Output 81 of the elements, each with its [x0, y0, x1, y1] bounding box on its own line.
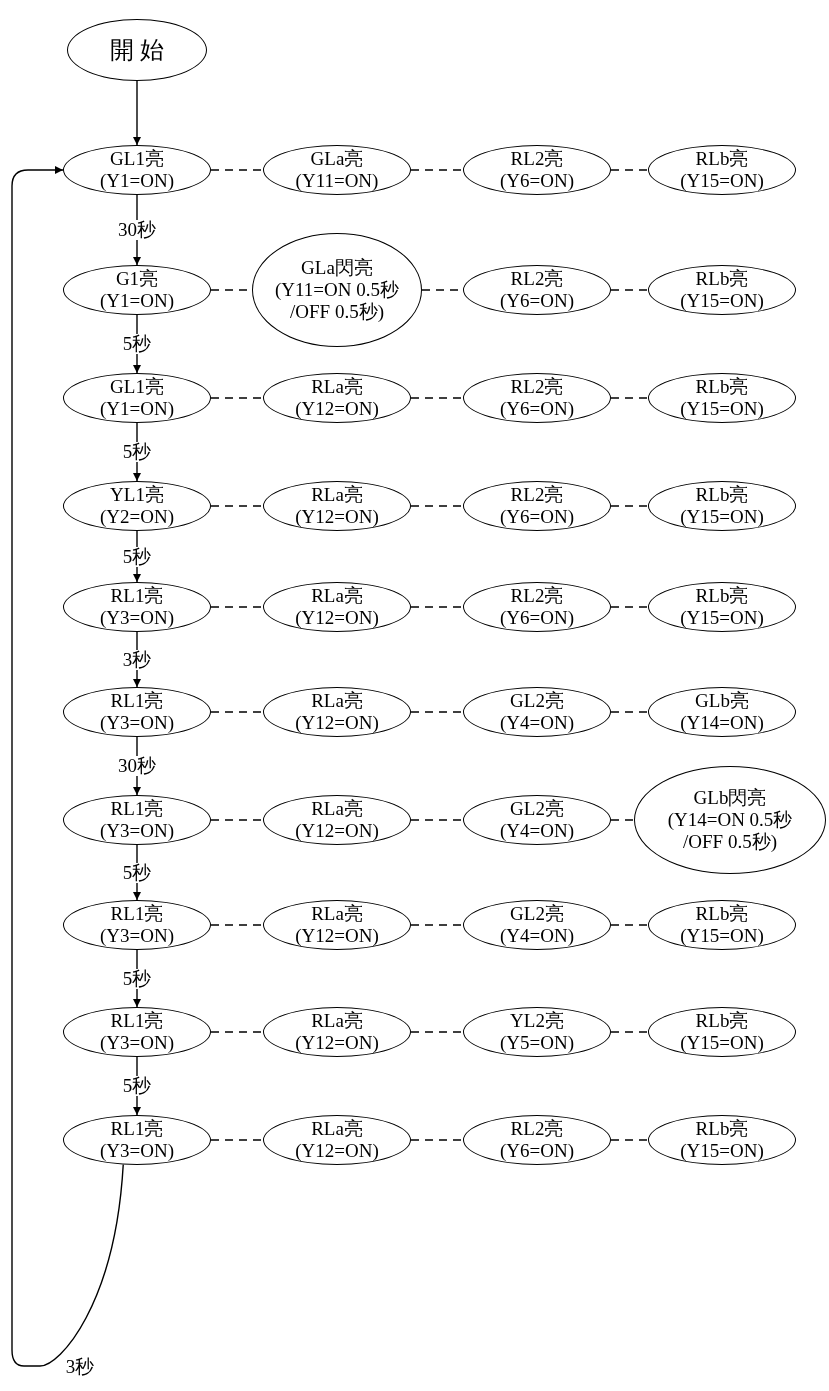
state-label: RL2亮 (Y6=ON) — [498, 484, 575, 528]
state-label: RL1亮 (Y3=ON) — [98, 1010, 175, 1054]
connector-line — [210, 505, 264, 507]
edge-label: 3秒 — [121, 649, 153, 670]
state-label: RLa亮 (Y12=ON) — [294, 1118, 380, 1162]
connector-line — [210, 711, 264, 713]
state-label: RL2亮 (Y6=ON) — [498, 1118, 575, 1162]
connector-line — [410, 924, 464, 926]
connector-line — [410, 169, 464, 171]
connector-line — [610, 289, 649, 291]
connector-line — [610, 711, 649, 713]
state-label: RL2亮 (Y6=ON) — [498, 268, 575, 312]
state-label: RL1亮 (Y3=ON) — [98, 903, 175, 947]
connector-line — [610, 169, 649, 171]
state-label: RLa亮 (Y12=ON) — [294, 585, 380, 629]
connector-line — [210, 606, 264, 608]
state-label: GLa亮 (Y11=ON) — [294, 148, 380, 192]
state-label: RLa亮 (Y12=ON) — [294, 1010, 380, 1054]
edge-label: 3秒 — [64, 1357, 96, 1377]
connector-line — [610, 819, 635, 821]
connector-line — [210, 924, 264, 926]
state-label: RLb亮 (Y15=ON) — [679, 148, 765, 192]
connector-line — [410, 505, 464, 507]
connector-line — [410, 1031, 464, 1033]
connector-line — [610, 924, 649, 926]
state-label: GLb閃亮 (Y14=ON 0.5秒 /OFF 0.5秒) — [666, 787, 794, 853]
state-label: GL2亮 (Y4=ON) — [498, 690, 575, 734]
state-label: RLb亮 (Y15=ON) — [679, 585, 765, 629]
state-label: RLb亮 (Y15=ON) — [679, 484, 765, 528]
state-label: GL2亮 (Y4=ON) — [498, 903, 575, 947]
connector-line — [210, 1031, 264, 1033]
state-label: G1亮 (Y1=ON) — [98, 268, 175, 312]
state-label: RLb亮 (Y15=ON) — [679, 903, 765, 947]
state-label: RLb亮 (Y15=ON) — [679, 268, 765, 312]
connector-line — [410, 606, 464, 608]
state-label: RLa亮 (Y12=ON) — [294, 798, 380, 842]
state-label: RL2亮 (Y6=ON) — [498, 585, 575, 629]
state-label: RL2亮 (Y6=ON) — [498, 148, 575, 192]
state-label: RLa亮 (Y12=ON) — [294, 484, 380, 528]
connector-line — [610, 606, 649, 608]
state-label: GL1亮 (Y1=ON) — [98, 148, 175, 192]
edge-label: 5秒 — [121, 968, 153, 989]
state-label: RL1亮 (Y3=ON) — [98, 798, 175, 842]
connector-line — [410, 397, 464, 399]
connector-line — [210, 1139, 264, 1141]
connector-line — [210, 819, 264, 821]
connector-line — [210, 397, 264, 399]
state-label: RLb亮 (Y15=ON) — [679, 1010, 765, 1054]
state-label: GLa閃亮 (Y11=ON 0.5秒 /OFF 0.5秒) — [274, 257, 400, 323]
arrow — [11, 166, 124, 1367]
connector-line — [210, 169, 264, 171]
state-label: RLa亮 (Y12=ON) — [294, 903, 380, 947]
connector-line — [410, 819, 464, 821]
connector-line — [410, 711, 464, 713]
state-label: GLb亮 (Y14=ON) — [679, 690, 765, 734]
arrow — [133, 80, 141, 146]
state-label: RL1亮 (Y3=ON) — [98, 585, 175, 629]
state-label: 開 始 — [110, 39, 164, 61]
connector-line — [610, 505, 649, 507]
edge-label: 30秒 — [117, 756, 157, 776]
edge-label: 5秒 — [121, 442, 153, 462]
state-label: GL1亮 (Y1=ON) — [98, 376, 175, 420]
connector-line — [410, 1139, 464, 1141]
state-label: RLa亮 (Y12=ON) — [294, 690, 380, 734]
state-label: RL1亮 (Y3=ON) — [98, 1118, 175, 1162]
connector-line — [610, 1139, 649, 1141]
state-label: YL1亮 (Y2=ON) — [98, 484, 175, 528]
edge-label: 5秒 — [121, 546, 153, 567]
state-label: GL2亮 (Y4=ON) — [498, 798, 575, 842]
state-label: RLb亮 (Y15=ON) — [679, 376, 765, 420]
state-label: RLb亮 (Y15=ON) — [679, 1118, 765, 1162]
connector-line — [610, 397, 649, 399]
edge-label: 5秒 — [121, 1076, 153, 1096]
edge-label: 5秒 — [121, 862, 153, 883]
state-label: RLa亮 (Y12=ON) — [294, 376, 380, 420]
edge-label: 30秒 — [117, 220, 157, 240]
connector-line — [610, 1031, 649, 1033]
edge-label: 5秒 — [121, 334, 153, 354]
state-label: RL2亮 (Y6=ON) — [498, 376, 575, 420]
state-label: RL1亮 (Y3=ON) — [98, 690, 175, 734]
state-label: YL2亮 (Y5=ON) — [498, 1010, 575, 1054]
